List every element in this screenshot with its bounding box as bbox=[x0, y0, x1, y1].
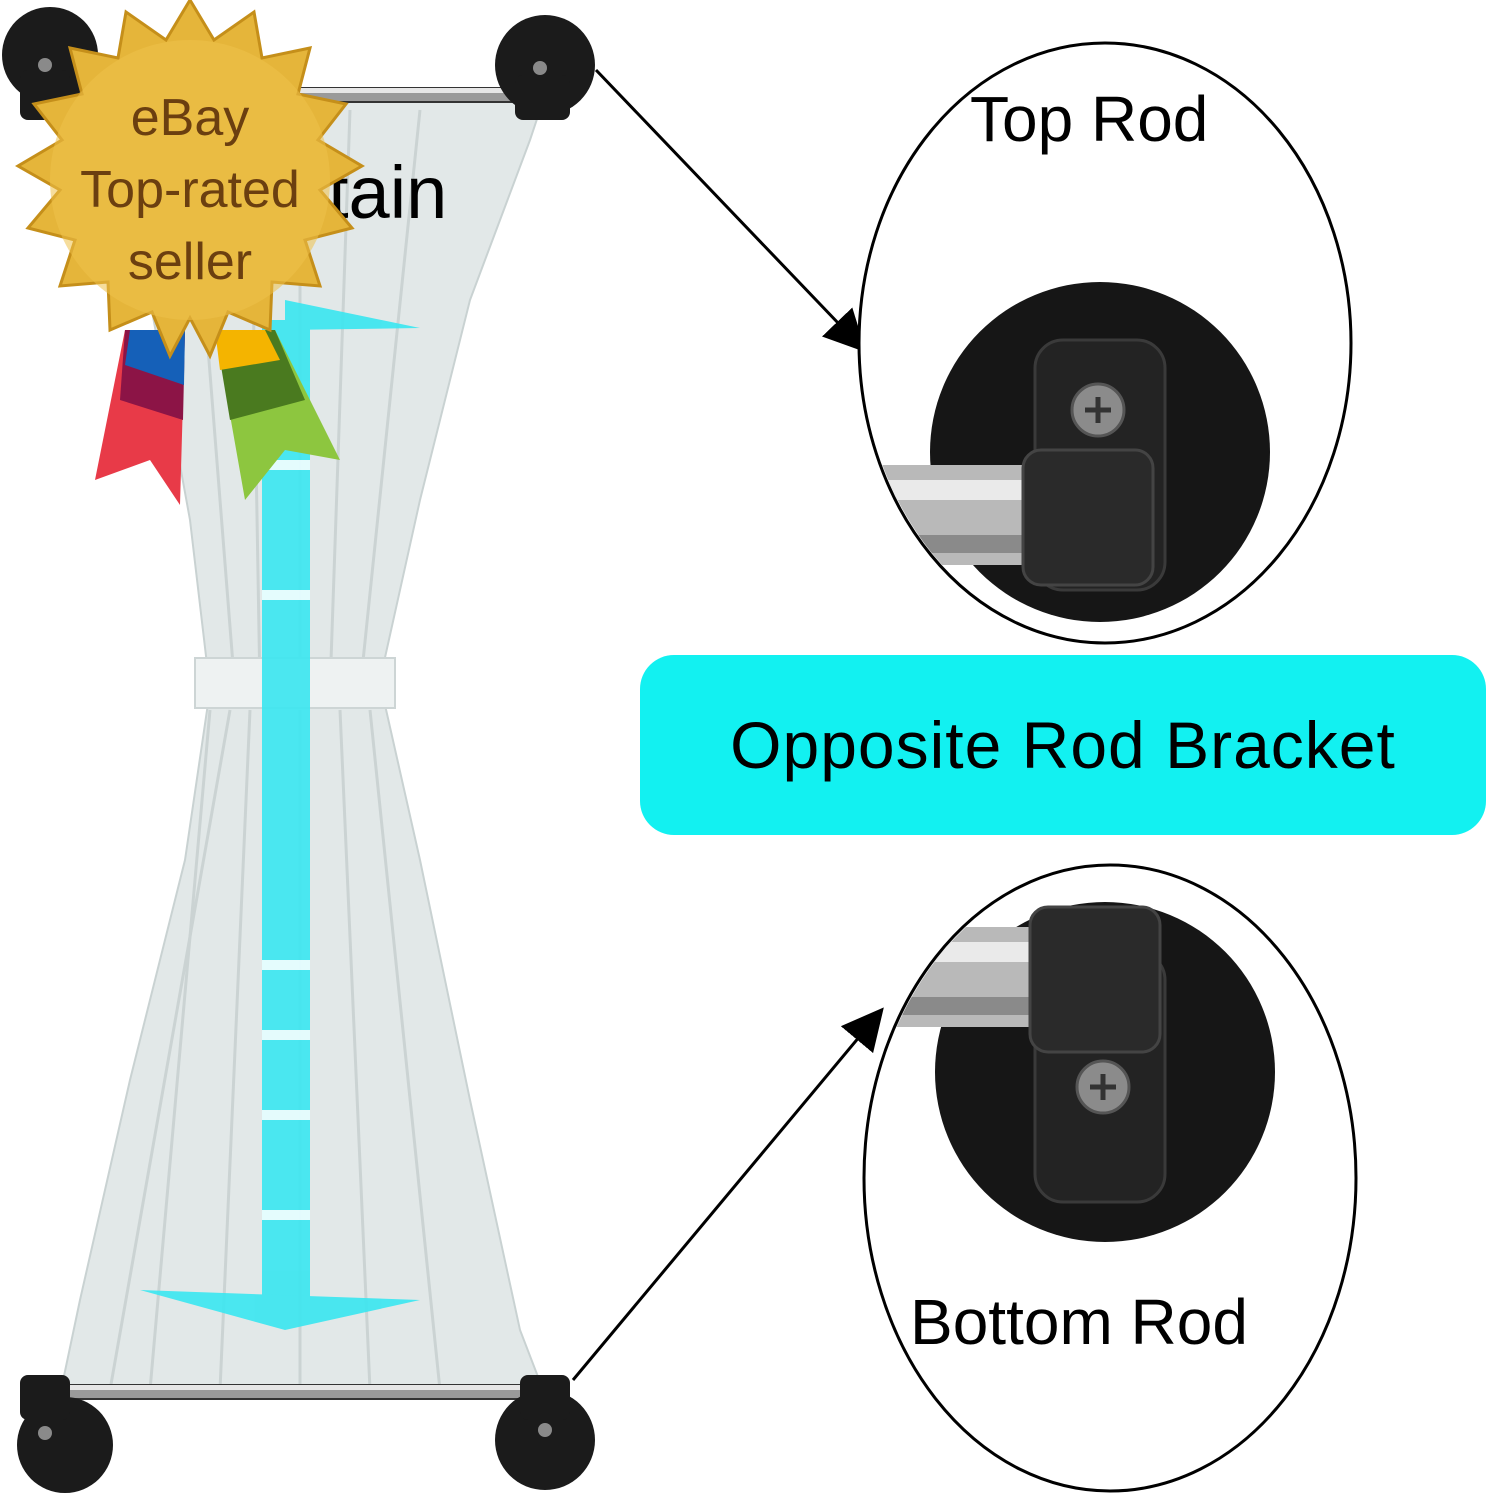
seal-line-2: Top-rated bbox=[80, 161, 300, 219]
seal-line-1: eBay bbox=[130, 89, 250, 147]
top-rod-label: Top Rod bbox=[970, 83, 1209, 155]
seal-line-3: seller bbox=[127, 233, 253, 291]
opposite-rod-bracket-banner: Opposite Rod Bracket bbox=[640, 655, 1486, 835]
bracket-bottom-left bbox=[17, 1375, 113, 1493]
bracket-bottom-right bbox=[495, 1375, 595, 1490]
bracket-top-right bbox=[495, 15, 595, 120]
top-rated-seal-badge bbox=[15, 0, 365, 505]
bottom-rod-detail bbox=[862, 863, 1358, 1493]
bottom-rod-label: Bottom Rod bbox=[910, 1286, 1248, 1358]
bottom-callout-arrow bbox=[571, 1007, 884, 1381]
cyan-arrow bbox=[140, 300, 420, 1330]
top-rod-detail bbox=[857, 41, 1353, 645]
bracket-top-left bbox=[2, 7, 98, 120]
banner-text: Opposite Rod Bracket bbox=[730, 708, 1396, 782]
seal-text: eBay Top-rated seller bbox=[40, 82, 340, 298]
top-callout-arrow bbox=[594, 68, 867, 353]
